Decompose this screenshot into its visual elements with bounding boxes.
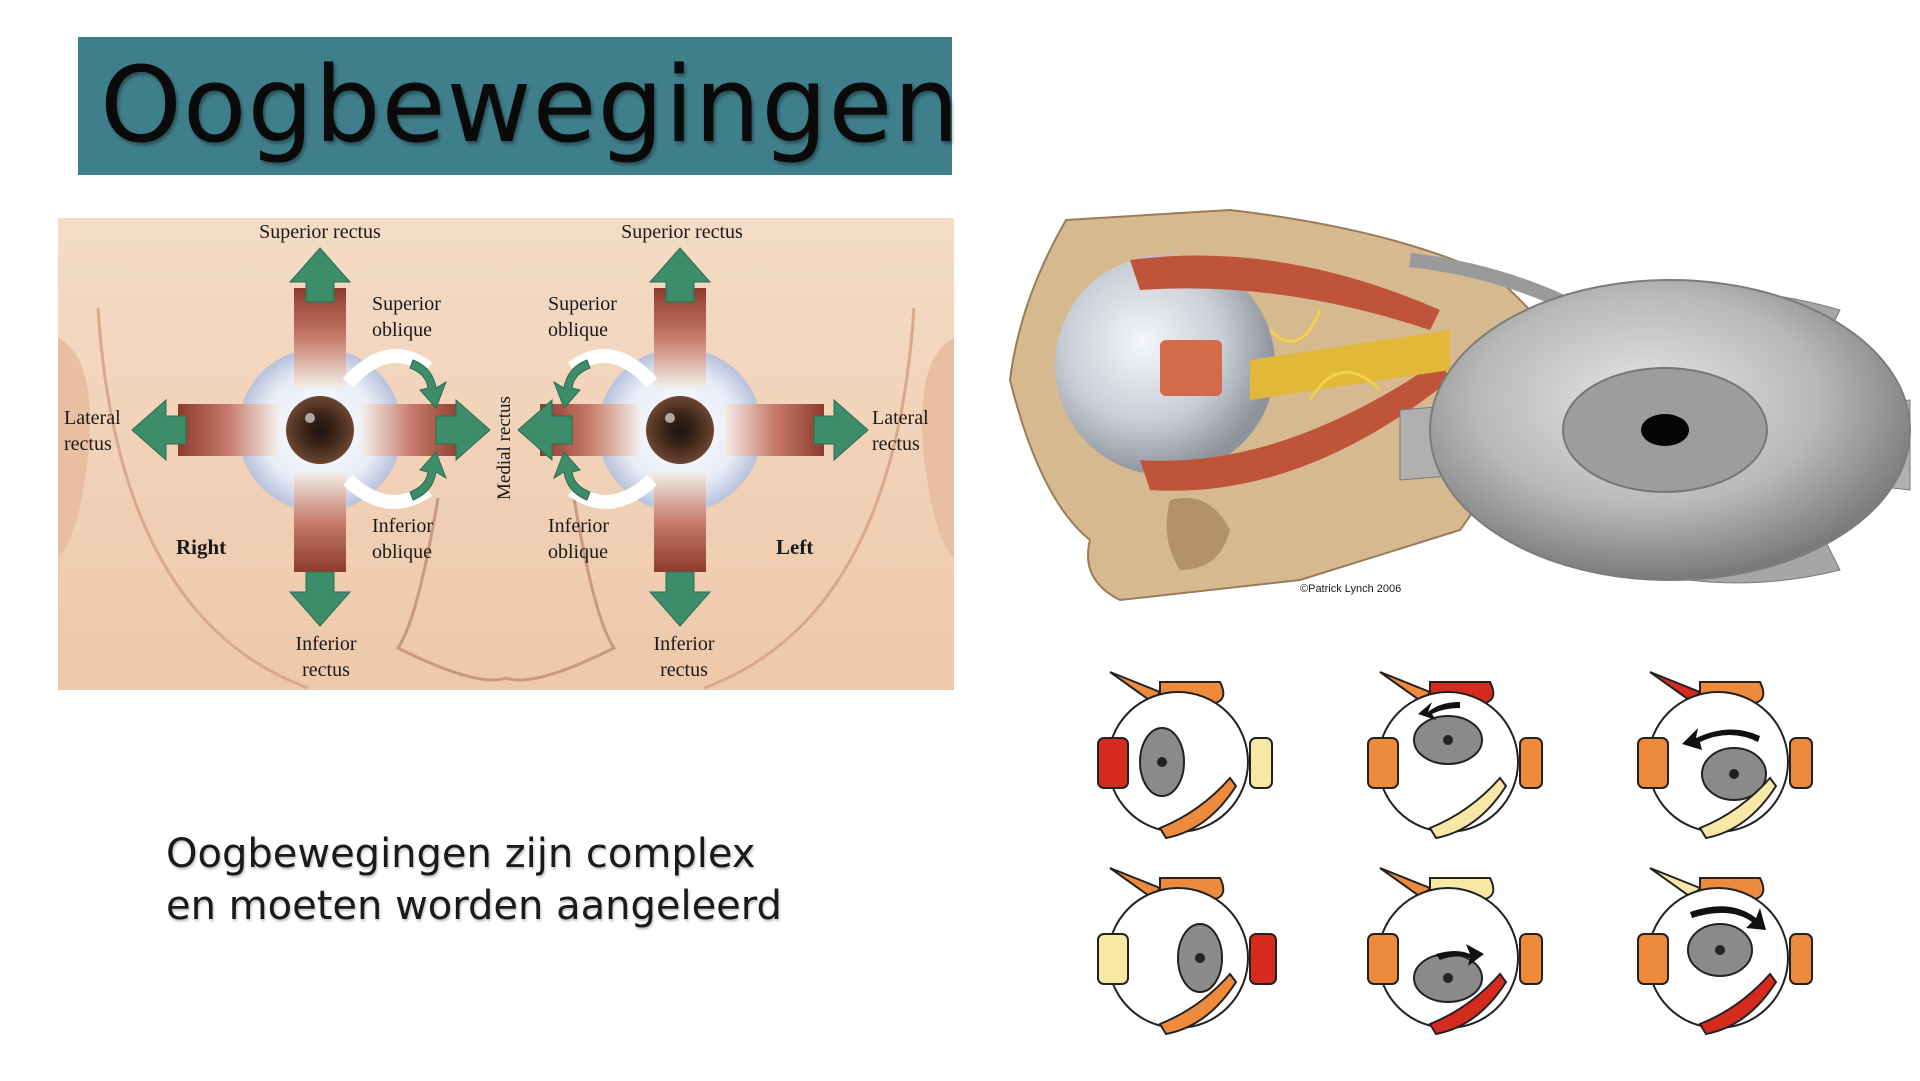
right-up-arrow-icon xyxy=(288,247,352,303)
label-superior-rectus-left: Superior rectus xyxy=(621,221,743,243)
label-lateral-rectus-left-2: rectus xyxy=(872,433,920,455)
nerve-branches xyxy=(1268,309,1382,401)
left-superior-rectus-muscle xyxy=(654,288,706,388)
right-eye-group xyxy=(178,288,462,572)
optic-nerve xyxy=(1250,330,1450,400)
face-eye-muscle-diagram: Superior rectus Superior rectus Superior… xyxy=(58,218,954,690)
left-medial-arrow-icon xyxy=(517,398,573,462)
caption-line-2: en moeten worden aangeleerd xyxy=(166,883,782,929)
gray-pupil xyxy=(1641,414,1689,446)
superior-rectus-muscle xyxy=(1130,255,1440,330)
face-contour-left xyxy=(96,307,309,690)
right-iris xyxy=(286,396,354,464)
label-medial-rectus: Medial rectus xyxy=(494,396,515,500)
label-superior-oblique-right-1: Superior xyxy=(372,293,441,315)
right-medial-arrow-icon xyxy=(435,398,491,462)
face-contour-right xyxy=(703,307,916,690)
label-inferior-oblique-right-1: Inferior xyxy=(372,515,433,537)
left-ear xyxy=(922,338,954,558)
left-inferior-rectus-muscle xyxy=(654,472,706,572)
caption-line-1: Oogbewegingen zijn complex xyxy=(166,831,756,877)
muscle-diagram-cell xyxy=(1367,867,1543,1036)
page-title: Oogbewegingen xyxy=(100,44,961,166)
left-superior-oblique-curved-arrow-icon xyxy=(553,359,591,409)
label-inferior-rectus-right-1: Inferior xyxy=(295,633,356,655)
muscle-diagram-cell xyxy=(1097,867,1277,1036)
illustration-credit: ©Patrick Lynch 2006 xyxy=(1300,583,1401,595)
left-pupil-highlight xyxy=(665,413,675,423)
muscle-action-grid xyxy=(1097,671,1813,1036)
right-superior-oblique-tendon xyxy=(342,349,433,388)
maxillary-sinus xyxy=(1166,498,1230,570)
right-lateral-arrow-icon xyxy=(131,398,187,462)
right-pupil-highlight xyxy=(305,413,315,423)
left-superior-oblique-tendon xyxy=(567,349,658,388)
muscle-diagram-cell xyxy=(1637,867,1813,1036)
label-lateral-rectus-right-1: Lateral xyxy=(64,407,121,429)
orbit-anatomy-illustration: ©Patrick Lynch 2006 xyxy=(1008,208,1911,602)
muscle-diagram-cell xyxy=(1097,671,1273,840)
lateral-rectus-patch xyxy=(1160,340,1222,396)
left-inferior-oblique-curved-arrow-icon xyxy=(553,451,591,501)
right-down-arrow-icon xyxy=(288,571,352,627)
gray-eye-model xyxy=(1399,253,1911,584)
muscle-diagram-cell xyxy=(1367,671,1543,840)
label-inferior-oblique-right-2: oblique xyxy=(372,541,432,563)
label-right-side: Right xyxy=(176,535,226,559)
left-lateral-rectus-muscle xyxy=(724,404,824,456)
right-superior-oblique-curved-arrow-icon xyxy=(409,359,447,409)
label-inferior-oblique-left-2: oblique xyxy=(548,541,608,563)
inferior-rectus-muscle xyxy=(1140,360,1450,491)
right-lateral-rectus-muscle xyxy=(178,404,278,456)
slide-caption: Oogbewegingen zijn complex en moeten wor… xyxy=(166,828,782,932)
label-left-side: Left xyxy=(776,535,813,559)
label-inferior-oblique-left-1: Inferior xyxy=(548,515,609,537)
right-superior-rectus-muscle xyxy=(294,288,346,388)
left-lateral-arrow-icon xyxy=(813,398,869,462)
label-inferior-rectus-right-2: rectus xyxy=(302,659,350,681)
label-superior-oblique-left-2: oblique xyxy=(548,319,608,341)
label-superior-oblique-right-2: oblique xyxy=(372,319,432,341)
right-ear xyxy=(58,338,90,558)
title-banner: Oogbewegingen xyxy=(78,37,959,175)
label-inferior-rectus-left-2: rectus xyxy=(660,659,708,681)
label-lateral-rectus-left-1: Lateral xyxy=(872,407,929,429)
label-superior-oblique-left-1: Superior xyxy=(548,293,617,315)
muscle-diagram-cell xyxy=(1637,671,1813,840)
right-inferior-oblique-curved-arrow-icon xyxy=(409,451,447,501)
left-up-arrow-icon xyxy=(648,247,712,303)
label-lateral-rectus-right-2: rectus xyxy=(64,433,112,455)
direction-arrows xyxy=(131,247,869,627)
right-inferior-rectus-muscle xyxy=(294,472,346,572)
left-iris xyxy=(646,396,714,464)
label-superior-rectus-right: Superior rectus xyxy=(259,221,381,243)
nose-outline xyxy=(395,497,617,682)
left-down-arrow-icon xyxy=(648,571,712,627)
label-inferior-rectus-left-1: Inferior xyxy=(653,633,714,655)
